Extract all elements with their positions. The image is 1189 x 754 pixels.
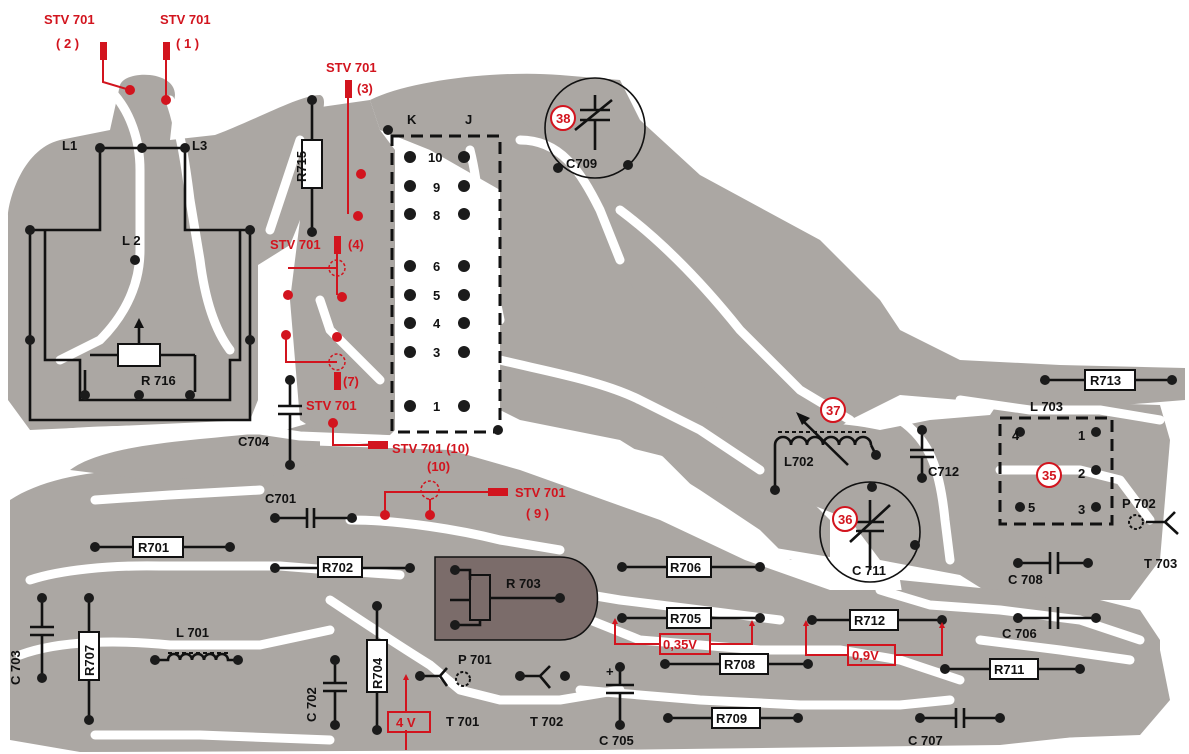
stv-2-label: STV 701: [44, 12, 95, 27]
labels: STV 701 ( 2 ) STV 701 ( 1 ) STV 701 (3) …: [8, 12, 1177, 748]
pads: [25, 95, 1177, 735]
module-pin-6: 6: [433, 259, 440, 274]
stv-10-label: STV 701 (10): [392, 441, 469, 456]
p701-label: P 701: [458, 652, 492, 667]
coil-block: [28, 146, 252, 422]
c708-label: C 708: [1008, 572, 1043, 587]
t703-transistor: [1146, 511, 1179, 535]
isolation-gaps: [15, 85, 1165, 745]
stv-1-pin: ( 1 ): [176, 36, 199, 51]
l3-label: L3: [192, 138, 207, 153]
c703-label: C 703: [8, 650, 23, 685]
stv-7-label: STV 701: [306, 398, 357, 413]
adjust-38: 38: [556, 111, 570, 126]
stv-4-pin: (4): [348, 237, 364, 252]
stv-9-label: STV 701: [515, 485, 566, 500]
module-pin-9: 9: [433, 180, 440, 195]
l703-pin-4: 4: [1012, 428, 1020, 443]
l703-frame: [998, 416, 1114, 526]
r706-label: R706: [670, 560, 701, 575]
module-frame: [390, 134, 502, 434]
c705-capacitor: [606, 667, 634, 725]
components: [30, 77, 1179, 730]
r711-label: R711: [994, 662, 1024, 677]
module-pin-8: 8: [433, 208, 440, 223]
c707-capacitor: [920, 708, 1000, 728]
r705-label: R705: [670, 611, 701, 626]
stv-2-pin: ( 2 ): [56, 36, 79, 51]
c701-capacitor: [275, 508, 352, 528]
t703-label: T 703: [1144, 556, 1177, 571]
stv-10-sub: (10): [427, 459, 450, 474]
voltage-4: 4 V: [396, 715, 416, 730]
c703-capacitor: [30, 598, 54, 678]
c705-label: C 705: [599, 733, 634, 748]
voltage-09: 0,9V: [852, 648, 879, 663]
l703-pin-1: 1: [1078, 428, 1085, 443]
module-pin-3: 3: [433, 345, 440, 360]
module-pin-5: 5: [433, 288, 440, 303]
t702-label: T 702: [530, 714, 563, 729]
adjust-35: 35: [1042, 468, 1056, 483]
module-col-j: J: [465, 112, 472, 127]
stv-7-pin: (7): [343, 374, 359, 389]
voltage-035: 0,35V: [663, 637, 697, 652]
c706-capacitor: [1018, 607, 1096, 629]
c706-label: C 706: [1002, 626, 1037, 641]
r708-label: R708: [724, 657, 755, 672]
c709-label: C709: [566, 156, 597, 171]
r703-label: R 703: [506, 576, 541, 591]
c712-label: C712: [928, 464, 959, 479]
l702-label: L702: [784, 454, 814, 469]
l703-pin-5: 5: [1028, 500, 1035, 515]
stv-9-pin: ( 9 ): [526, 506, 549, 521]
c702-label: C 702: [304, 687, 319, 722]
c701-label: C701: [265, 491, 296, 506]
r702-label: R702: [322, 560, 353, 575]
r716-label: R 716: [141, 373, 176, 388]
stv-4-label: STV 701: [270, 237, 321, 252]
module-pin-10: 10: [428, 150, 442, 165]
c712-capacitor: [910, 430, 934, 478]
r709-label: R709: [716, 711, 747, 726]
l703-pin-2: 2: [1078, 466, 1085, 481]
stv-3-label: STV 701: [326, 60, 377, 75]
c704-label: C704: [238, 434, 270, 449]
l1-label: L1: [62, 138, 77, 153]
c705-plus: +: [606, 664, 614, 679]
r716-resistor: [117, 343, 161, 367]
c702-capacitor: [323, 660, 347, 725]
r707-label: R707: [82, 645, 97, 676]
p702-label: P 702: [1122, 496, 1156, 511]
r704-label: R704: [370, 657, 385, 689]
module-pin-4: 4: [433, 316, 441, 331]
stv-3-pin: (3): [357, 81, 373, 96]
c711-trimmer: [819, 481, 921, 583]
adjust-37: 37: [826, 403, 840, 418]
c711-label: C 711: [852, 563, 886, 578]
c709-trimmer: [544, 77, 646, 179]
c704-capacitor: [278, 380, 302, 465]
c707-label: C 707: [908, 733, 943, 748]
r701-label: R701: [138, 540, 169, 555]
module-pin-1: 1: [433, 399, 440, 414]
t701-transistor: [420, 667, 449, 687]
red-wiring: [100, 42, 945, 750]
t702-transistor: [520, 665, 551, 689]
r713-label: R713: [1090, 373, 1121, 388]
p702-potentiometer: [1128, 514, 1144, 530]
adjust-markers: [550, 105, 1062, 532]
stv-1-label: STV 701: [160, 12, 211, 27]
l703-pin-3: 3: [1078, 502, 1085, 517]
r715-label: R715: [294, 151, 309, 182]
l701-label: L 701: [176, 625, 209, 640]
l703-label: L 703: [1030, 399, 1063, 414]
l2-label: L 2: [122, 233, 141, 248]
t701-label: T 701: [446, 714, 479, 729]
module-col-k: K: [407, 112, 417, 127]
c708-capacitor: [1018, 552, 1088, 574]
adjust-36: 36: [838, 512, 852, 527]
r712-label: R712: [854, 613, 885, 628]
